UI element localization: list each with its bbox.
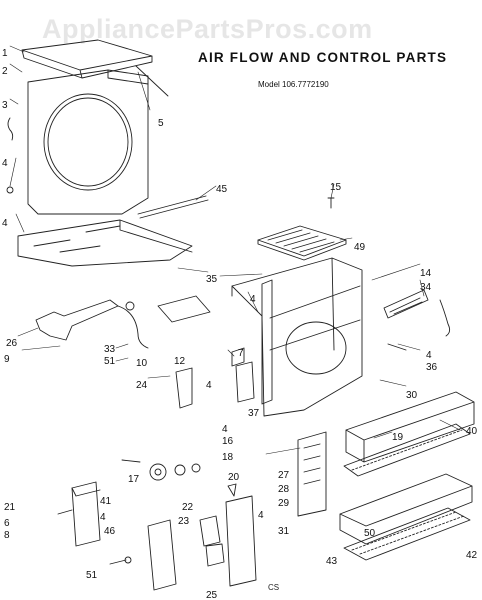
part-12-plate xyxy=(157,295,211,323)
part-24-switch xyxy=(231,347,245,367)
callout-5: 5 xyxy=(158,118,164,129)
callout-35: 35 xyxy=(206,274,218,285)
callout-34: 34 xyxy=(420,282,432,293)
part-17-shaft xyxy=(191,463,201,473)
part-9-arm xyxy=(35,299,119,341)
callout-4: 4 xyxy=(426,350,432,361)
callout-46: 46 xyxy=(104,526,116,537)
callout-21: 21 xyxy=(4,502,16,513)
callout-2: 2 xyxy=(2,66,8,77)
part-33-wire xyxy=(117,305,149,349)
callout-7: 7 xyxy=(238,348,244,359)
part-42-tray xyxy=(339,473,473,545)
callout-3: 3 xyxy=(2,100,8,111)
callout-51: 51 xyxy=(104,356,116,367)
part-19-clip xyxy=(227,483,237,497)
callout-4: 4 xyxy=(100,512,106,523)
callout-27: 27 xyxy=(278,470,290,481)
part-16-knob xyxy=(149,463,167,481)
part-23-part xyxy=(205,543,225,567)
callout-26: 26 xyxy=(6,338,18,349)
callout-31: 31 xyxy=(278,526,290,537)
callout-22: 22 xyxy=(182,502,194,513)
part-30-spacer xyxy=(235,361,255,403)
callout-24: 24 xyxy=(136,380,148,391)
part-27-panel xyxy=(297,431,327,517)
callout-33: 33 xyxy=(104,344,116,355)
part-8-strap xyxy=(57,509,73,515)
part-25-cover xyxy=(147,519,177,591)
footer-code: CS xyxy=(268,583,280,592)
callout-49: 49 xyxy=(354,242,366,253)
part-22-relay xyxy=(199,515,221,547)
part-6-capacitor xyxy=(71,481,101,547)
callout-16: 16 xyxy=(222,436,234,447)
part-36-spring xyxy=(439,299,451,337)
callout-36: 36 xyxy=(426,362,438,373)
callout-28: 28 xyxy=(278,484,290,495)
part-51-screw-lower xyxy=(109,559,127,565)
callout-51: 51 xyxy=(86,570,98,581)
part-front-panel xyxy=(27,69,149,215)
callout-23: 23 xyxy=(178,516,190,527)
callout-9: 9 xyxy=(4,354,10,365)
callout-43: 43 xyxy=(326,556,338,567)
callout-12: 12 xyxy=(174,356,186,367)
part-15-rod xyxy=(137,195,209,219)
watermark: AppliancePartsPros.com xyxy=(42,14,373,44)
part-top-cover xyxy=(21,39,153,79)
part-50-filter-frame xyxy=(343,423,471,477)
callout-19: 19 xyxy=(392,432,404,443)
part-45-rod xyxy=(135,65,169,97)
callout-6: 6 xyxy=(4,518,10,529)
callout-29: 29 xyxy=(278,498,290,509)
callout-37: 37 xyxy=(248,408,260,419)
callout-50: 50 xyxy=(364,528,376,539)
callout-25: 25 xyxy=(206,590,218,600)
callout-42: 42 xyxy=(466,550,478,561)
part-housing-fan-opening xyxy=(285,321,347,375)
part-5-base-pan xyxy=(17,219,193,267)
part-37-clip xyxy=(387,343,407,351)
part-7-bracket xyxy=(175,367,193,409)
diagram-title: AIR FLOW AND CONTROL PARTS xyxy=(198,50,448,65)
callout-45: 45 xyxy=(216,184,228,195)
callout-40: 40 xyxy=(466,426,478,437)
part-49-screw xyxy=(327,197,335,209)
callout-18: 18 xyxy=(222,452,234,463)
callout-15: 15 xyxy=(330,182,342,193)
part-41-evaporator xyxy=(345,391,475,463)
part-34-housing xyxy=(231,257,363,417)
callout-1: 1 xyxy=(2,48,8,59)
part-14-grille xyxy=(257,225,347,261)
callout-4: 4 xyxy=(2,158,8,169)
part-43-mesh xyxy=(343,507,471,561)
part-20-screw xyxy=(121,459,141,463)
callout-4: 4 xyxy=(250,294,256,305)
callout-41: 41 xyxy=(100,496,112,507)
diagram-artwork xyxy=(6,39,475,591)
callout-17: 17 xyxy=(128,474,140,485)
part-front-grille-opening xyxy=(43,93,133,191)
callout-4: 4 xyxy=(258,510,264,521)
part-3-clip xyxy=(7,117,14,141)
part-4-screw xyxy=(6,186,14,194)
part-35-control xyxy=(383,289,429,319)
model-number: Model 106.7772190 xyxy=(258,80,329,89)
callout-14: 14 xyxy=(420,268,432,279)
callout-20: 20 xyxy=(228,472,240,483)
part-26-bracket xyxy=(261,279,273,405)
part-18-washer xyxy=(174,464,186,476)
callout-30: 30 xyxy=(406,390,418,401)
callout-4: 4 xyxy=(222,424,228,435)
callout-10: 10 xyxy=(136,358,148,369)
callout-4: 4 xyxy=(206,380,212,391)
callout-4: 4 xyxy=(2,218,8,229)
part-28-bracket xyxy=(225,495,257,587)
callout-8: 8 xyxy=(4,530,10,541)
